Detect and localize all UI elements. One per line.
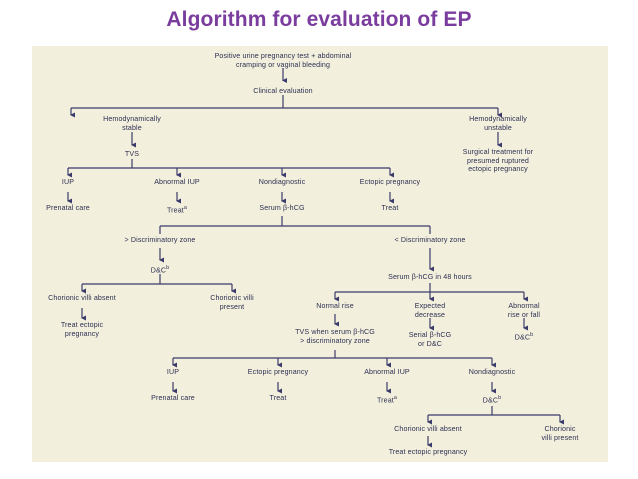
node-tvs-when-serum-bhcg: TVS when serum β-hCG > discriminatory zo…: [295, 328, 375, 345]
node-treat-a-1: Treata: [142, 204, 212, 215]
node-villi-absent-2: Chorionic villi absent: [394, 425, 462, 433]
node-treat-a-2: Treata: [352, 394, 422, 405]
node-tvs: TVS: [124, 150, 140, 158]
node-treat-2: Treat: [269, 394, 287, 402]
node-surgical-treatment: Surgical treatment for presumed ruptured…: [462, 148, 534, 174]
node-treat-ectopic-1: Treat ectopic pregnancy: [60, 321, 104, 338]
node-above-discriminatory-zone: > Discriminatory zone: [124, 236, 196, 244]
node-normal-rise: Normal rise: [316, 302, 354, 310]
flowchart-panel: Positive urine pregnancy test + abdomina…: [32, 46, 608, 462]
node-dc-b-3-label: D&C: [482, 396, 499, 405]
node-nondiagnostic-2: Nondiagnostic: [468, 368, 516, 376]
node-ectopic-pregnancy-2: Ectopic pregnancy: [247, 368, 309, 376]
node-iup-1: IUP: [61, 178, 75, 186]
node-abnormal-iup-1: Abnormal IUP: [154, 178, 200, 186]
footnote-marker-b-1: b: [166, 265, 170, 271]
node-below-discriminatory-zone: < Discriminatory zone: [394, 236, 466, 244]
node-dc-b-2-label: D&C: [514, 333, 531, 342]
node-dc-b-3: D&Cb: [462, 394, 522, 405]
node-start: Positive urine pregnancy test + abdomina…: [214, 52, 352, 69]
footnote-marker-b-2: b: [530, 332, 534, 338]
node-hemodynamically-stable: Hemodynamically stable: [103, 115, 161, 132]
footnote-marker-a: a: [183, 205, 188, 211]
footnote-marker-b-3: b: [498, 395, 502, 401]
node-dc-b-2: D&Cb: [494, 331, 554, 342]
node-abnormal-rise-or-fall: Abnormal rise or fall: [507, 302, 541, 319]
node-villi-present-1: Chorionic villi present: [210, 294, 254, 311]
node-villi-absent-1: Chorionic villi absent: [48, 294, 116, 302]
footnote-marker-a-2: a: [393, 395, 398, 401]
node-villi-present-2: Chorionic villi present: [541, 425, 579, 442]
node-serial-bhcg-or-dc: Serial β-hCG or D&C: [408, 331, 452, 348]
node-treat-ectopic-2: Treat ectopic pregnancy: [388, 448, 468, 456]
node-prenatal-care-2: Prenatal care: [151, 394, 195, 402]
node-treat-a-2-label: Treat: [376, 396, 394, 405]
node-hemodynamically-unstable: Hemodynamically unstable: [469, 115, 527, 132]
node-serum-bhcg: Serum β-hCG: [259, 204, 305, 212]
node-treat-1: Treat: [381, 204, 399, 212]
node-dc-b-1: D&Cb: [130, 264, 190, 275]
node-serum-bhcg-48h: Serum β-hCG in 48 hours: [388, 273, 472, 281]
node-treat-a-1-label: Treat: [166, 206, 184, 215]
node-iup-2: IUP: [166, 368, 180, 376]
node-prenatal-care-1: Prenatal care: [46, 204, 90, 212]
node-abnormal-iup-2: Abnormal IUP: [364, 368, 410, 376]
node-dc-b-1-label: D&C: [150, 266, 167, 275]
page-title: Algorithm for evaluation of EP: [166, 8, 472, 31]
flowchart-canvas: Positive urine pregnancy test + abdomina…: [32, 46, 608, 462]
node-expected-decrease: Expected decrease: [414, 302, 446, 319]
node-ectopic-pregnancy-1: Ectopic pregnancy: [359, 178, 421, 186]
node-nondiagnostic-1: Nondiagnostic: [258, 178, 306, 186]
node-clinical-evaluation: Clinical evaluation: [253, 87, 313, 95]
